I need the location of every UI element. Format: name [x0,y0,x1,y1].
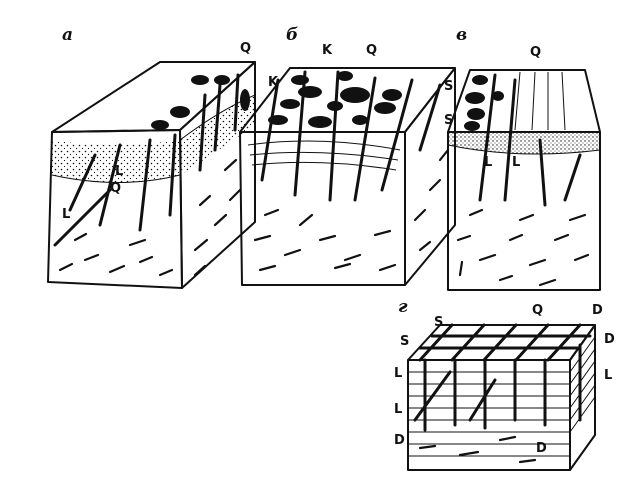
panel-label-v: в [456,25,467,45]
block-b: б K Q K [239,25,456,286]
block-v-veins [478,73,582,207]
block-g: г S S Q D D L L L D D [394,297,615,471]
layer-label-v-l1: L [484,155,492,170]
block-b-host-rock [253,148,450,272]
layer-label-g-q: Q [532,303,543,318]
layer-label-b-k2: K [268,75,279,90]
layer-label-a-l1: L [115,164,123,179]
layer-label-g-l1: L [604,368,612,383]
layer-label-v-q: Q [530,45,541,60]
block-g-grid-veins [413,323,592,432]
block-v-ore-bodies [464,75,504,131]
layer-label-g-s2: S [434,315,443,330]
block-b-fracture-arcs [247,140,401,171]
block-a-veins [53,73,240,247]
layer-label-v-l2: L [512,155,520,170]
block-a: а Q L Q L [47,25,256,289]
block-v-host-rock [456,208,590,287]
layer-label-v-s2: S [444,113,453,128]
layer-label-g-d3: D [394,433,405,448]
layer-label-b-q: Q [366,43,377,58]
block-v-stratification [514,71,566,131]
layer-label-a-q1: Q [240,41,251,56]
block-g-layering [408,336,596,457]
layer-label-g-s1: S [400,334,409,349]
layer-label-g-d2: D [604,332,615,347]
panel-label-b: б [286,25,298,45]
layer-label-g-l3: L [394,402,402,417]
layer-label-g-l2: L [394,366,402,381]
layer-label-a-q2: Q [110,181,121,196]
block-a-right-face [179,61,256,289]
block-v: в Q S S L L [444,25,601,291]
block-v-front-face [447,131,601,291]
layer-label-g-d1: D [592,303,603,318]
block-a-ore-bodies [151,75,250,130]
layer-label-a-l2: L [62,207,70,222]
panel-label-a: а [62,25,73,45]
block-b-veins [260,70,442,202]
layer-label-v-s1: S [444,79,453,94]
block-g-host-rock [418,435,537,464]
block-a-host-rock [58,158,242,277]
layer-label-g-d4: D [536,441,547,456]
layer-label-b-k1: K [322,43,333,58]
panel-label-g: г [398,297,408,317]
block-v-sand-layer [448,132,600,154]
